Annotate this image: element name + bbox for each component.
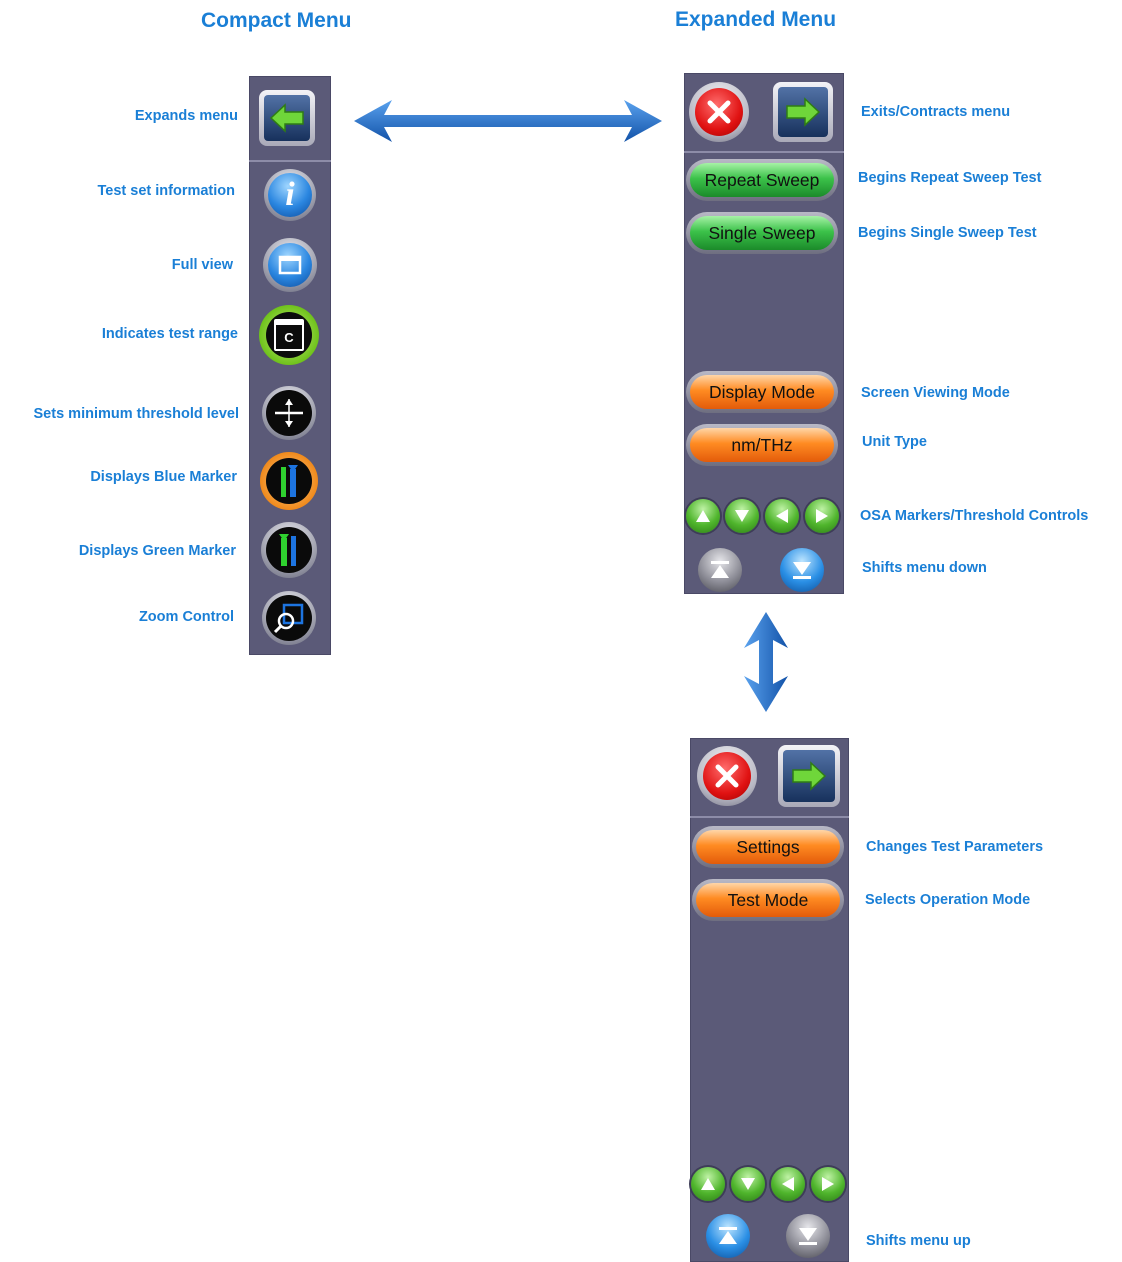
expanded-menu-heading: Expanded Menu	[675, 8, 837, 31]
marker-left-button[interactable]	[765, 499, 799, 533]
triangle-down-icon	[741, 1178, 755, 1190]
threshold-button[interactable]	[262, 386, 316, 440]
close-icon	[707, 100, 731, 124]
zoom-icon	[273, 603, 304, 634]
lower-shift-up-button[interactable]	[706, 1214, 750, 1258]
unit-type-button[interactable]: nm/THz	[686, 424, 838, 466]
horizontal-double-arrow	[354, 100, 662, 142]
left-arrow-icon	[269, 103, 304, 133]
label-minimum-threshold: Sets minimum threshold level	[33, 406, 239, 422]
triangle-right-icon	[822, 1177, 834, 1191]
label-exit-contract: Exits/Contracts menu	[861, 104, 1011, 120]
test-mode-button[interactable]: Test Mode	[692, 879, 844, 921]
repeat-sweep-label: Repeat Sweep	[690, 163, 834, 197]
settings-button[interactable]: Settings	[692, 826, 844, 868]
single-sweep-button[interactable]: Single Sweep	[686, 212, 838, 254]
lower-marker-left-button[interactable]	[771, 1167, 805, 1201]
marker-up-button[interactable]	[686, 499, 720, 533]
label-green-marker: Displays Green Marker	[78, 543, 236, 559]
triangle-left-icon	[776, 509, 788, 523]
lower-marker-right-button[interactable]	[811, 1167, 845, 1201]
label-selects-operation-mode: Selects Operation Mode	[865, 892, 1031, 908]
triangle-up-icon	[701, 1178, 715, 1190]
shift-up-button-disabled[interactable]	[698, 548, 742, 592]
lower-marker-down-button[interactable]	[731, 1167, 765, 1201]
label-test-set-information: Test set information	[97, 183, 236, 199]
shift-down-icon	[793, 562, 811, 579]
threshold-icon	[275, 399, 303, 427]
zoom-button[interactable]	[262, 591, 316, 645]
green-marker-button[interactable]	[261, 522, 317, 578]
triangle-down-icon	[735, 510, 749, 522]
shift-down-button[interactable]	[780, 548, 824, 592]
blue-marker-button[interactable]	[260, 452, 318, 510]
label-full-view: Full view	[171, 257, 233, 273]
lower-exit-menu-button[interactable]	[697, 746, 757, 806]
marker-down-button[interactable]	[725, 499, 759, 533]
unit-type-label: nm/THz	[690, 428, 834, 462]
lower-shift-down-button-disabled[interactable]	[786, 1214, 830, 1258]
blue-marker-icon	[281, 465, 298, 497]
display-mode-label: Display Mode	[690, 375, 834, 409]
compact-menu-heading: Compact Menu	[201, 9, 352, 32]
green-marker-icon	[279, 534, 296, 566]
shift-up-icon	[711, 561, 729, 578]
close-icon	[715, 764, 739, 788]
label-single-sweep-test: Begins Single Sweep Test	[858, 225, 1037, 241]
right-arrow-icon	[792, 761, 827, 791]
label-shifts-menu-down: Shifts menu down	[862, 560, 987, 576]
exit-menu-button[interactable]	[689, 82, 749, 142]
vertical-double-arrow	[744, 612, 788, 712]
repeat-sweep-button[interactable]: Repeat Sweep	[686, 159, 838, 201]
label-changes-test-parameters: Changes Test Parameters	[866, 839, 1044, 855]
label-osa-markers: OSA Markers/Threshold Controls	[860, 508, 1089, 524]
expanded-menu-divider	[684, 151, 844, 153]
label-indicates-test-range: Indicates test range	[101, 326, 238, 342]
triangle-up-icon	[696, 510, 710, 522]
compact-menu-divider	[249, 160, 331, 162]
label-unit-type: Unit Type	[862, 434, 927, 450]
full-view-button[interactable]	[263, 238, 317, 292]
label-repeat-sweep-test: Begins Repeat Sweep Test	[858, 170, 1042, 186]
label-shifts-menu-up: Shifts menu up	[866, 1233, 971, 1249]
lower-contract-menu-button[interactable]	[778, 745, 840, 807]
shift-down-icon	[799, 1228, 817, 1245]
label-screen-viewing-mode: Screen Viewing Mode	[861, 385, 1010, 401]
contract-menu-button[interactable]	[773, 82, 833, 142]
test-mode-label: Test Mode	[696, 883, 840, 917]
test-range-icon: C	[274, 319, 304, 351]
shift-up-icon	[719, 1227, 737, 1244]
right-arrow-icon	[786, 97, 821, 127]
label-expands-menu: Expands menu	[134, 108, 238, 124]
full-view-icon	[278, 255, 302, 275]
single-sweep-label: Single Sweep	[690, 216, 834, 250]
display-mode-button[interactable]: Display Mode	[686, 371, 838, 413]
lower-menu-divider	[690, 816, 849, 818]
triangle-left-icon	[782, 1177, 794, 1191]
test-range-button[interactable]: C	[259, 305, 319, 365]
lower-marker-up-button[interactable]	[691, 1167, 725, 1201]
marker-right-button[interactable]	[805, 499, 839, 533]
label-blue-marker: Displays Blue Marker	[90, 469, 237, 485]
expand-menu-button[interactable]	[259, 90, 315, 146]
info-icon: i	[285, 176, 295, 213]
settings-label: Settings	[696, 830, 840, 864]
label-zoom-control: Zoom Control	[138, 609, 234, 625]
test-set-info-button[interactable]: i	[264, 169, 316, 221]
triangle-right-icon	[816, 509, 828, 523]
